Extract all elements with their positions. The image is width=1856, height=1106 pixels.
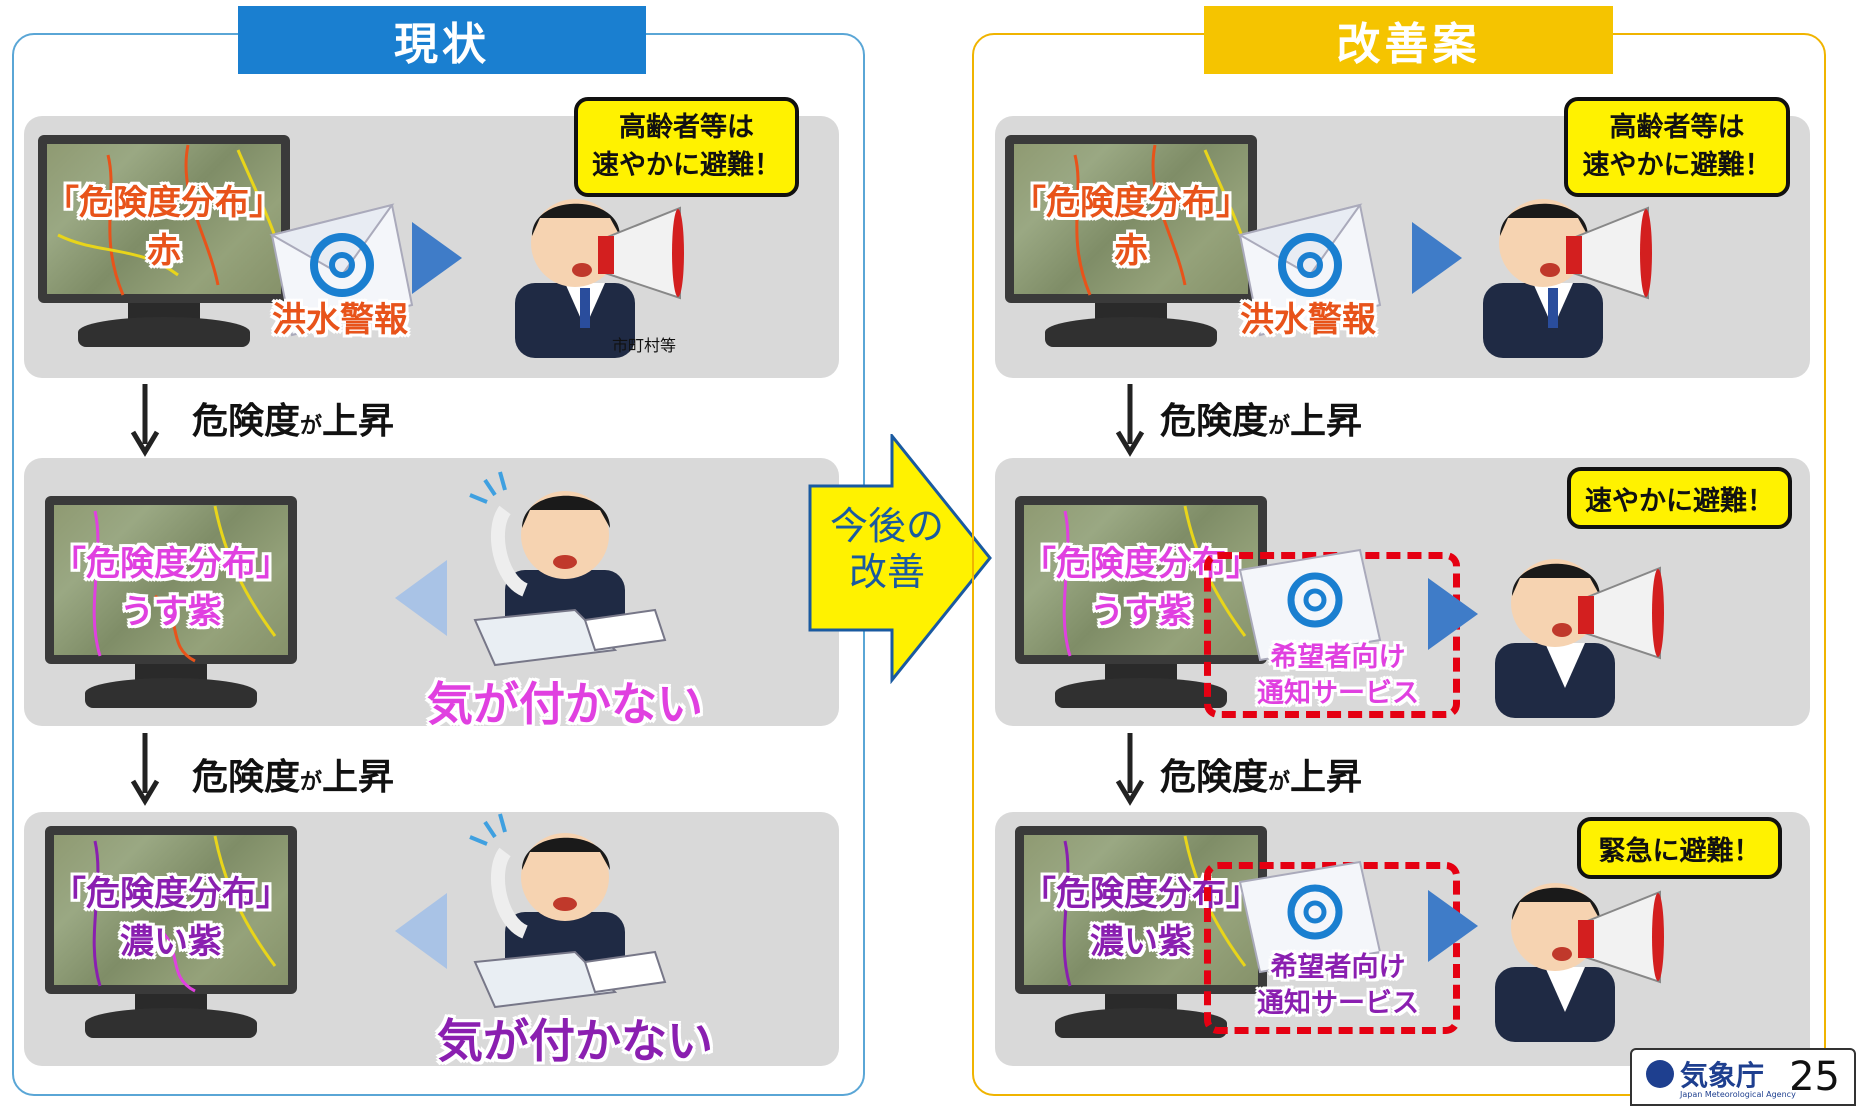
bubble-line-1: 高齢者等は bbox=[619, 112, 754, 143]
agency-name: 気象庁 bbox=[1680, 1059, 1765, 1092]
megaphone-person-icon bbox=[1478, 178, 1658, 362]
map-level-label: 「危険度分布」 bbox=[45, 183, 283, 223]
bubble-line-1: 速やかに避難！ bbox=[1585, 485, 1774, 517]
risk-rise-label: 危険度が上昇 bbox=[192, 401, 395, 442]
current-state-header: 現状 bbox=[238, 6, 646, 74]
envelope-at-icon bbox=[1230, 195, 1390, 349]
monitor-icon: 「危険度分布」 赤 bbox=[1005, 135, 1257, 350]
megaphone-person-icon bbox=[1490, 538, 1670, 722]
flood-warning-label: 洪水警報 bbox=[272, 300, 408, 340]
risk-rise-label: 危険度が上昇 bbox=[1160, 757, 1363, 798]
map-level-color: うす紫 bbox=[1090, 592, 1192, 632]
back-arrow-icon bbox=[395, 560, 447, 636]
map-level-color: 濃い紫 bbox=[120, 922, 222, 962]
improvement-arrow-label: 今後の 改善 bbox=[829, 504, 944, 594]
not-noticed-label: 気が付かない bbox=[427, 677, 703, 731]
down-arrow-icon bbox=[1115, 733, 1145, 806]
page-number: 25 bbox=[1789, 1054, 1840, 1100]
envelope-at-icon bbox=[262, 195, 422, 349]
risk-rise-label: 危険度が上昇 bbox=[192, 757, 395, 798]
improvement-arrow bbox=[808, 434, 992, 684]
agency-name-en: Japan Meteorological Agency bbox=[1680, 1090, 1796, 1099]
agency-footer: 気象庁 Japan Meteorological Agency 25 bbox=[1630, 1048, 1856, 1106]
map-level-color: 赤 bbox=[1114, 231, 1148, 271]
play-arrow-icon bbox=[1412, 222, 1462, 294]
notification-service-label: 希望者向け 通知サービス bbox=[1257, 642, 1419, 709]
jma-logo-icon bbox=[1646, 1060, 1674, 1088]
not-noticed-label: 気が付かない bbox=[437, 1014, 713, 1068]
play-arrow-icon bbox=[412, 222, 462, 294]
megaphone-person-icon bbox=[1490, 862, 1670, 1046]
bubble-line-1: 高齢者等は bbox=[1609, 112, 1745, 143]
envelope-at-icon bbox=[1230, 540, 1390, 674]
flood-warning-label: 洪水警報 bbox=[1240, 300, 1376, 340]
monitor-icon: 「危険度分布」 赤 bbox=[38, 135, 290, 350]
bubble-line-2: 速やかに避難！ bbox=[1582, 150, 1772, 181]
envelope-at-icon bbox=[1230, 852, 1390, 986]
alert-bubble: 高齢者等は 速やかに避難！ bbox=[1564, 97, 1790, 197]
phone-person-icon bbox=[465, 812, 675, 1016]
play-arrow-icon bbox=[1428, 890, 1478, 962]
municipality-caption: 市町村等 bbox=[612, 336, 677, 355]
bubble-line-2: 速やかに避難！ bbox=[592, 150, 781, 181]
risk-rise-label: 危険度が上昇 bbox=[1160, 401, 1363, 442]
map-level-color: 濃い紫 bbox=[1090, 922, 1192, 962]
notification-service-label: 希望者向け 通知サービス bbox=[1257, 952, 1419, 1019]
map-level-color: 赤 bbox=[147, 231, 181, 271]
monitor-icon: 「危険度分布」 濃い紫 bbox=[45, 826, 297, 1041]
down-arrow-icon bbox=[1115, 384, 1145, 457]
megaphone-person-icon bbox=[510, 178, 690, 362]
alert-bubble: 速やかに避難！ bbox=[1567, 467, 1792, 529]
back-arrow-icon bbox=[395, 893, 447, 969]
down-arrow-icon bbox=[130, 733, 160, 806]
map-level-label: 「危険度分布」 bbox=[52, 544, 290, 584]
map-level-label: 「危険度分布」 bbox=[1012, 183, 1250, 223]
monitor-icon: 「危険度分布」 うす紫 bbox=[1015, 496, 1267, 711]
alert-bubble: 高齢者等は 速やかに避難！ bbox=[574, 97, 799, 197]
alert-bubble: 緊急に避難！ bbox=[1577, 817, 1782, 879]
map-level-color: うす紫 bbox=[120, 592, 222, 632]
play-arrow-icon bbox=[1428, 578, 1478, 650]
map-level-label: 「危険度分布」 bbox=[52, 874, 290, 914]
monitor-icon: 「危険度分布」 うす紫 bbox=[45, 496, 297, 711]
down-arrow-icon bbox=[130, 384, 160, 457]
map-level-label: 「危険度分布」 bbox=[1022, 544, 1260, 584]
proposal-header: 改善案 bbox=[1204, 6, 1613, 74]
map-level-label: 「危険度分布」 bbox=[1022, 874, 1260, 914]
monitor-icon: 「危険度分布」 濃い紫 bbox=[1015, 826, 1267, 1041]
phone-person-icon bbox=[465, 470, 675, 674]
bubble-line-1: 緊急に避難！ bbox=[1598, 835, 1761, 867]
